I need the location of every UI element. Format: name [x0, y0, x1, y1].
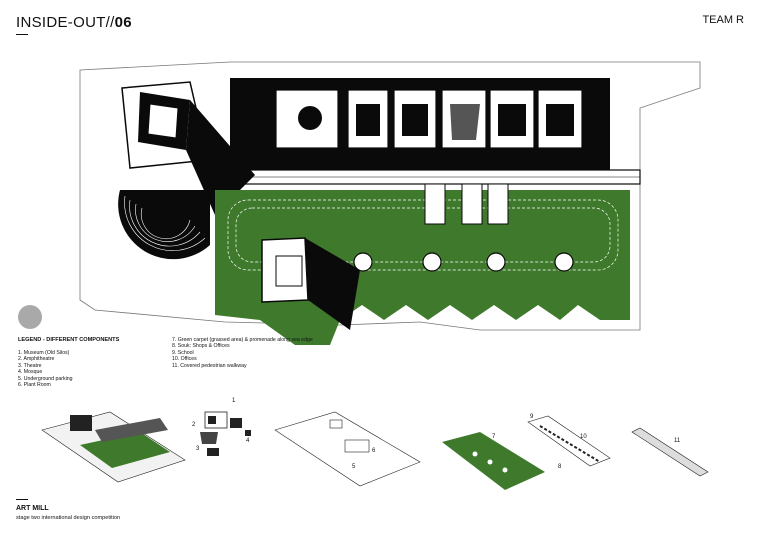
diagram-label: 11 [674, 438, 681, 444]
diagram-label: 7 [492, 434, 496, 440]
title-underline [16, 34, 28, 35]
diagram-label: 3 [196, 446, 200, 452]
legend-item: 11. Covered pedestrian walkway [172, 362, 247, 369]
legend-list-left: 1. Museum (Old Silos) 2. Amphitheatre 3.… [18, 350, 73, 388]
site-outline [79, 61, 701, 331]
axo-buildings-1-4 [200, 411, 251, 456]
axo-parking [274, 411, 421, 487]
legend-list-right: 7. Green carpet (grassed area) & promena… [172, 337, 313, 369]
diagram-label: 8 [558, 464, 562, 470]
axo-full-site [41, 411, 186, 483]
legend-item: 9. School [172, 349, 194, 356]
legend-item: 6. Plant Room [18, 382, 51, 389]
diagram-label: 2 [192, 422, 196, 428]
team-label: TEAM R [702, 14, 744, 26]
legend-item: 5. Underground parking [18, 375, 73, 382]
legend-item: 4. Mosque [18, 369, 43, 376]
diagram-label: 4 [246, 438, 250, 444]
compass-icon [18, 305, 42, 329]
diagram-label: 5 [352, 464, 356, 470]
project-name: ART MILL [16, 505, 49, 512]
diagram-label: 6 [372, 448, 376, 454]
legend-item: 8. Souk: Shops & Offices [172, 343, 230, 350]
page-title: INSIDE-OUT//06 [16, 14, 132, 31]
legend-item: 10. Offices [172, 356, 197, 363]
diagram-label: 9 [530, 414, 534, 420]
project-subtitle: stage two international design competiti… [16, 515, 121, 521]
footer-rule [16, 499, 28, 500]
legend-item: 7. Green carpet (grassed area) & promena… [172, 337, 313, 343]
diagram-label: 1 [232, 398, 236, 404]
legend-item: 1. Museum (Old Silos) [18, 350, 70, 356]
legend-item: 2. Amphitheatre [18, 356, 55, 363]
amphitheatre [118, 190, 210, 260]
axo-walkway [631, 427, 709, 477]
axo-green-carpet [442, 432, 545, 490]
legend-heading: LEGEND - DIFFERENT COMPONENTS [18, 337, 120, 343]
diagram-label: 10 [580, 434, 587, 440]
legend-item: 3. Theatre [18, 362, 42, 369]
axonometric-diagrams [41, 411, 709, 490]
axo-souk-offices [527, 415, 611, 467]
